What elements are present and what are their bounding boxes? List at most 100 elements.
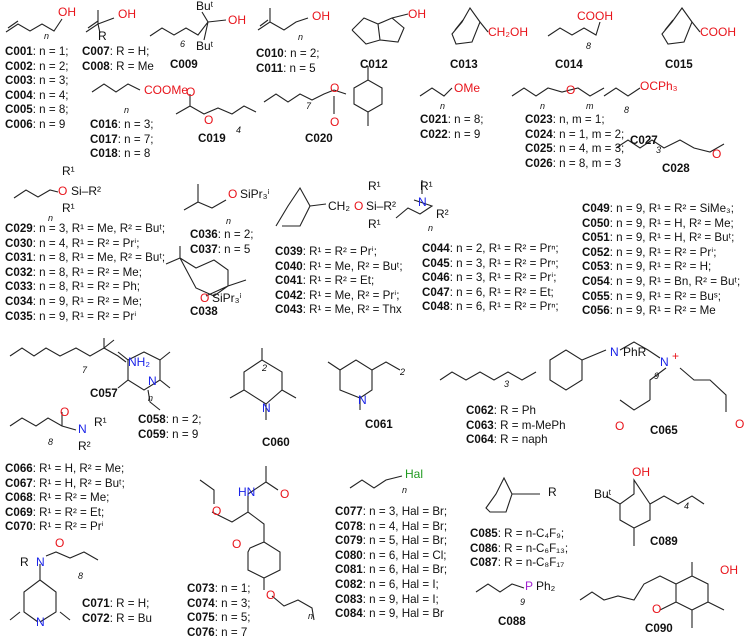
compound-id: C043 — [275, 303, 303, 317]
compound-substituents: : n = 6, Hal = Br; — [362, 563, 448, 577]
compound-substituents: : n = 3, R¹ = R² = Prⁿ; — [449, 256, 559, 270]
compound-entry: C061 — [365, 418, 393, 433]
atom-label: n — [428, 223, 434, 233]
compound-id: C053 — [582, 260, 610, 274]
bond-path — [199, 466, 279, 542]
compound-entry: C047: n = 6, R¹ = R² = Et; — [422, 286, 559, 301]
compound-id: C025 — [525, 142, 553, 156]
compound-substituents: : n = 9, R¹ = H, R² = Buᵗ; — [609, 231, 735, 245]
compound-id: C080 — [335, 548, 363, 562]
atom-label: OMe — [454, 81, 481, 95]
compound-substituents: : n = 6, R¹ = R² = Prⁿ; — [449, 300, 559, 314]
atom-label: 8 — [624, 105, 630, 115]
atom-label: N — [36, 615, 45, 629]
compound-id: C049 — [582, 202, 610, 215]
compound-id: C004 — [5, 88, 33, 102]
bond-path — [615, 139, 725, 153]
compound-entry: C090 — [645, 622, 673, 637]
compound-substituents: : R = Ph — [493, 404, 536, 417]
atom-label: n — [44, 31, 50, 41]
compound-id: C089 — [650, 535, 678, 548]
atom-label: O — [204, 113, 214, 127]
atom-label: N — [262, 401, 271, 415]
atom-label: R — [20, 555, 29, 569]
atom-label: n — [48, 213, 54, 223]
atom-label: COOH — [577, 9, 613, 23]
compound-entry: C042: R¹ = Me, R² = Prⁱ; — [275, 289, 403, 304]
compound-label-block: C085: R = n-C₄F₉;C086: R = n-C₆F₁₃;C087:… — [470, 527, 568, 571]
compound-substituents: : n = 4, Hal = Br; — [362, 519, 448, 533]
compound-id: C031 — [5, 251, 33, 265]
compound-substituents: : n = 6, R¹ = R² = Et; — [449, 285, 554, 299]
atom-label: OH — [228, 13, 246, 27]
compound-id: C039 — [275, 245, 303, 258]
atom-label: O — [186, 85, 196, 99]
bond-path — [395, 180, 434, 219]
atom-label: O — [330, 115, 340, 129]
compound-entry: C003: n = 3; — [5, 74, 69, 89]
compound-id: C082 — [335, 577, 363, 591]
compound-substituents: : n = 3, R¹ = R² = Prⁱ; — [449, 271, 557, 285]
compound-id: C005 — [5, 103, 33, 117]
compound-substituents: : R = m-MePh — [493, 418, 566, 432]
compound-entry: C085: R = n-C₄F₉; — [470, 527, 568, 542]
bond-path — [605, 478, 705, 546]
compound-id: C066 — [5, 462, 33, 475]
atom-label: + — [672, 349, 680, 363]
compound-entry: C076: n = 7 — [187, 626, 251, 641]
compound-id: C007 — [82, 45, 110, 58]
compound-entry: C045: n = 3, R¹ = R² = Prⁿ; — [422, 257, 559, 272]
compound-entry: C081: n = 6, Hal = Br; — [335, 563, 447, 578]
compound-entry: C004: n = 4; — [5, 89, 69, 104]
compound-entry: C038 — [190, 305, 218, 320]
compound-id: C086 — [470, 541, 498, 555]
atom-label: n — [402, 485, 408, 495]
atom-label: n — [124, 105, 130, 115]
atom-label: O — [212, 504, 222, 518]
bond-path — [9, 338, 127, 363]
compound-label-block: C016: n = 3;C017: n = 7;C018: n = 8 — [90, 118, 154, 162]
compound-entry: C012 — [360, 58, 388, 73]
atom-label: HN — [238, 485, 256, 499]
compound-id: C051 — [582, 231, 610, 245]
compound-label-block: C028 — [662, 162, 690, 177]
compound-id: C009 — [170, 58, 198, 71]
compound-label-block: C073: n = 1;C074: n = 3;C075: n = 5;C076… — [187, 582, 251, 640]
compound-substituents: : n = 5 — [217, 242, 251, 256]
atom-label: NH₂ — [128, 355, 150, 369]
compound-id: C029 — [5, 222, 33, 235]
atom-label: 8 — [48, 437, 54, 447]
compound-entry: C086: R = n-C₆F₁₃; — [470, 542, 568, 557]
compound-substituents: : n = 2; — [165, 413, 202, 426]
atom-label: P — [525, 579, 534, 593]
compound-id: C085 — [470, 527, 498, 540]
compound-substituents: : n = 8 — [117, 147, 151, 161]
atom-label: 9 — [654, 371, 660, 381]
compound-id: C020 — [305, 132, 333, 145]
compound-label-block: C027 — [630, 134, 658, 149]
compound-id: C008 — [82, 59, 110, 73]
compound-substituents: : R = naph — [493, 433, 548, 447]
compound-id: C036 — [190, 228, 218, 241]
compound-entry: C010: n = 2; — [256, 47, 320, 62]
compound-id: C075 — [187, 611, 215, 625]
compound-id: C071 — [82, 597, 110, 610]
compound-entry: C025: n = 4, m = 3; — [525, 142, 624, 157]
compound-entry: C089 — [650, 535, 678, 550]
atom-label: N — [78, 422, 87, 436]
compound-substituents: : n = 9, Hal = Br — [362, 607, 444, 621]
bond-path — [603, 87, 641, 97]
compound-entry: C034: n = 9, R¹ = R² = Me; — [5, 295, 165, 310]
atom-label: Hal — [405, 467, 424, 481]
bond-path — [7, 20, 19, 29]
compound-entry: C036: n = 2; — [190, 228, 254, 243]
compound-entry: C026: n = 8, m = 3 — [525, 157, 624, 172]
compound-substituents: : R = H; — [109, 45, 150, 58]
bond-path — [419, 87, 453, 97]
compound-id: C076 — [187, 625, 215, 639]
compound-substituents: : n = 4; — [32, 88, 69, 102]
compound-substituents: : n = 9, Hal = I; — [362, 592, 439, 606]
compound-substituents: : n, m = 1; — [552, 113, 605, 126]
compound-substituents: : n = 9, R¹ = R² = SiMe₃; — [609, 202, 734, 215]
compound-id: C056 — [582, 304, 610, 318]
